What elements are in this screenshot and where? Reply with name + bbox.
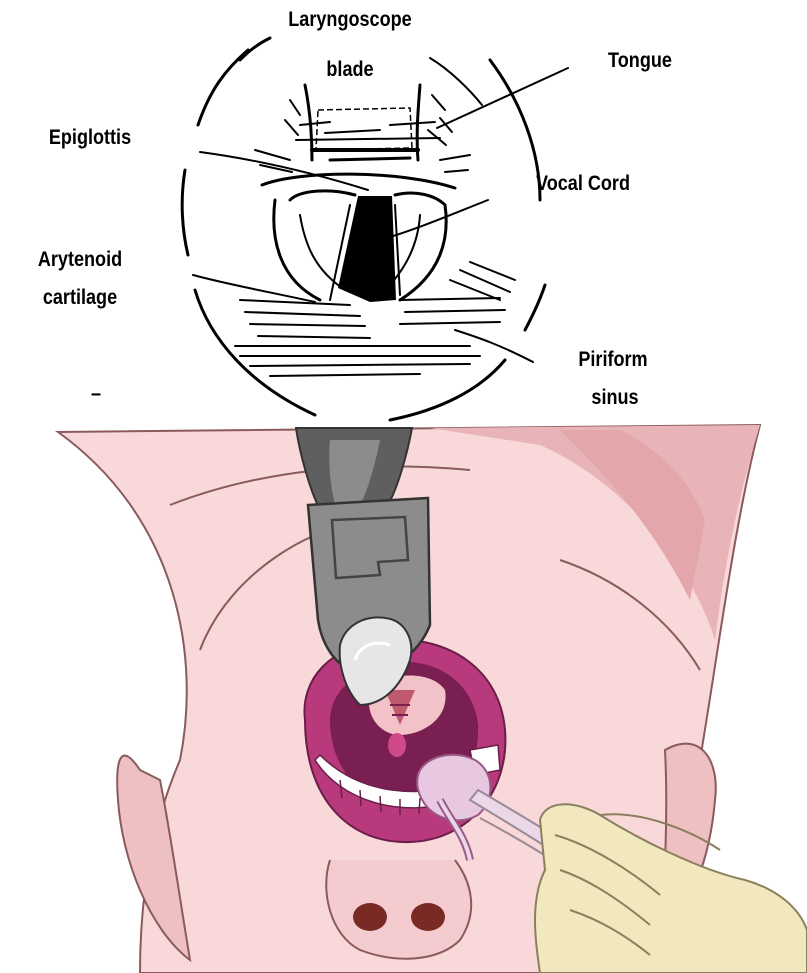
label-laryngoscope: Laryngoscope	[260, 6, 441, 34]
label-arytenoid: Arytenoid	[16, 246, 145, 274]
stray-mark: –	[87, 380, 104, 408]
left-nostril	[353, 903, 387, 931]
label-epiglottis: Epiglottis	[26, 124, 155, 152]
blade-texture	[316, 108, 412, 150]
label-sinus: sinus	[568, 384, 663, 412]
label-vocal-cord: Vocal Cord	[510, 170, 656, 198]
glottis-opening	[338, 196, 396, 302]
right-nostril	[411, 903, 445, 931]
label-piriform: Piriform	[557, 346, 669, 374]
label-tongue: Tongue	[588, 47, 691, 75]
label-cartilage: cartilage	[20, 284, 140, 312]
label-blade: blade	[307, 56, 393, 84]
